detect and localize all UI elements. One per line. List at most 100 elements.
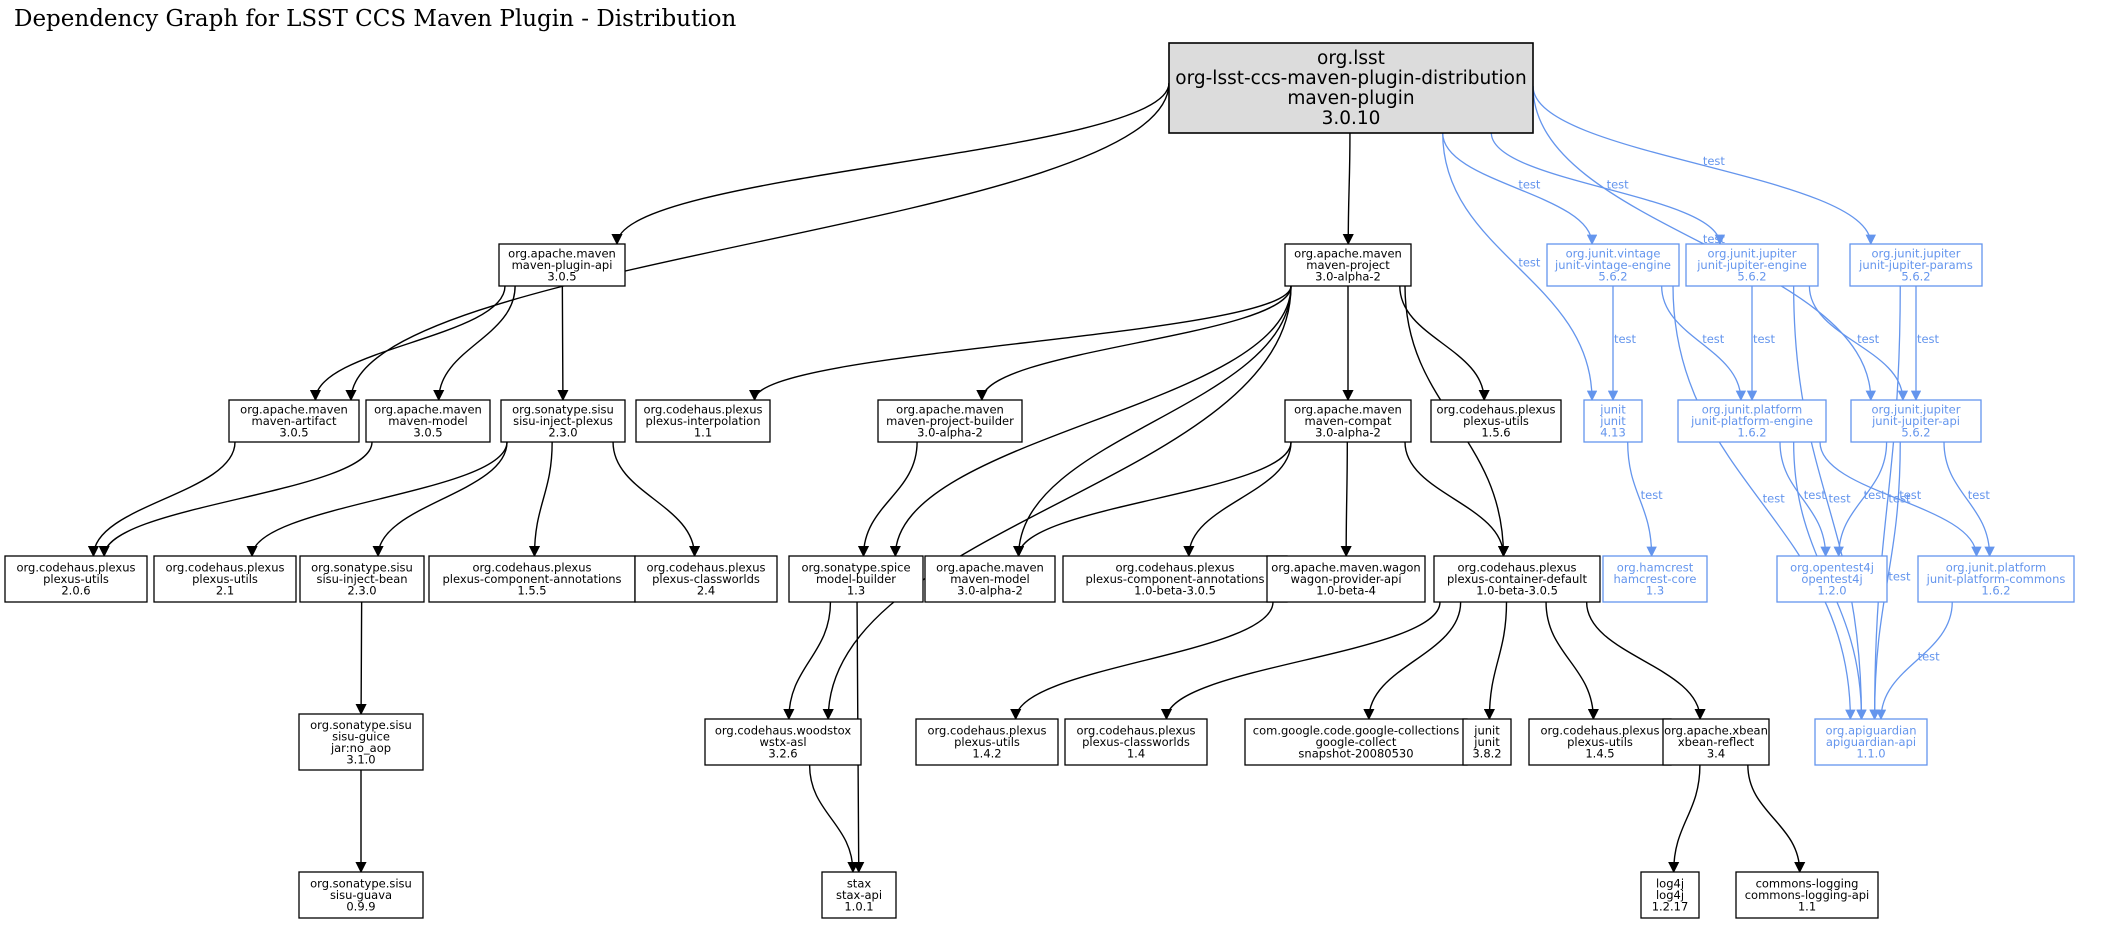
node-label-line: maven-project bbox=[1306, 258, 1390, 272]
node-label-line: org.opentest4j bbox=[1790, 561, 1874, 575]
edge-sisu-inject-plexus-to-plexus-utils-21 bbox=[246, 441, 508, 558]
node-label-line: log4j bbox=[1656, 888, 1684, 902]
node-box bbox=[1433, 555, 1601, 603]
node-label-line: wagon-provider-api bbox=[1290, 572, 1401, 586]
edge-wagon-provider-api-to-plexus-utils-142 bbox=[1010, 601, 1274, 721]
node-label-line: 1.5.5 bbox=[517, 584, 546, 598]
edge-wstx-asl-to-stax-api bbox=[808, 764, 859, 874]
node-label-line: maven-plugin bbox=[1287, 88, 1414, 109]
edge-plexus-container-default-to-google-collect bbox=[1363, 601, 1462, 721]
edge-plexus-container-default-to-xbean-reflect bbox=[1585, 601, 1706, 721]
node-label-line: org.codehaus.plexus bbox=[1116, 561, 1235, 575]
node-label-line: org.codehaus.plexus bbox=[647, 561, 766, 575]
node-label-line: junit-platform-commons bbox=[1926, 572, 2066, 586]
node-label-line: 1.4.2 bbox=[972, 747, 1001, 761]
node-label-line: plexus-classworlds bbox=[1082, 735, 1190, 749]
node-label-line: plexus-component-annotations bbox=[1085, 572, 1264, 586]
node-label-line: 3.4 bbox=[1707, 747, 1725, 761]
node-label-line: junit-platform-engine bbox=[1690, 414, 1813, 428]
node-label-line: org.apache.maven.wagon bbox=[1271, 561, 1420, 575]
edge-sisu-inject-plexus-to-sisu-inject-bean bbox=[372, 441, 508, 558]
node-label-line: 1.2.17 bbox=[1652, 900, 1689, 914]
edge-maven-project-to-wstx-asl bbox=[822, 285, 1292, 721]
node-label-line: hamcrest-core bbox=[1614, 572, 1697, 586]
dependency-node-root: org.lsstorg-lsst-ccs-maven-plugin-distri… bbox=[1168, 42, 1534, 134]
edge-root-to-junit-vintage-engine bbox=[1442, 132, 1598, 246]
node-label-line: 3.8.2 bbox=[1472, 747, 1501, 761]
edge-label: test bbox=[1804, 488, 1827, 502]
node-label-line: org.junit.platform bbox=[1946, 561, 2047, 575]
node-box bbox=[1284, 243, 1412, 287]
node-label-line: 1.4.5 bbox=[1585, 747, 1614, 761]
node-box bbox=[1583, 399, 1643, 443]
dependency-node-plexus-interpolation: org.codehaus.plexusplexus-interpolation1… bbox=[635, 399, 771, 443]
edge-junit-jupiter-api-to-junit-platform-commons bbox=[1943, 441, 1995, 558]
edge-maven-compat-to-plexus-component-annotations-beta bbox=[1183, 441, 1292, 558]
node-box bbox=[1266, 555, 1426, 603]
node-label-line: plexus-utils bbox=[192, 572, 258, 586]
node-label-line: org.apache.maven bbox=[508, 247, 616, 261]
edge-maven-compat-to-plexus-container-default bbox=[1404, 441, 1510, 558]
node-label-line: sisu-inject-plexus bbox=[513, 414, 613, 428]
node-label-line: sisu-guava bbox=[330, 888, 392, 902]
node-label-line: org.codehaus.plexus bbox=[1458, 561, 1577, 575]
edge-label: test bbox=[1614, 332, 1637, 346]
node-label-line: org.sonatype.sisu bbox=[310, 877, 412, 891]
node-box bbox=[428, 555, 636, 603]
dependency-node-maven-project-builder: org.apache.mavenmaven-project-builder3.0… bbox=[877, 399, 1023, 443]
node-label-line: plexus-utils bbox=[1567, 735, 1633, 749]
edge-label: test bbox=[1607, 178, 1630, 192]
node-label-line: 1.0-beta-3.0.5 bbox=[1134, 584, 1216, 598]
node-label-line: plexus-utils bbox=[43, 572, 109, 586]
edge-junit-platform-engine-to-opentest4j bbox=[1779, 441, 1831, 558]
edge-maven-project-to-plexus-utils-156 bbox=[1399, 285, 1490, 402]
node-label-line: 1.1 bbox=[694, 426, 712, 440]
node-label-line: stax-api bbox=[836, 888, 882, 902]
node-label-line: org.sonatype.sisu bbox=[512, 403, 614, 417]
edge-label: test bbox=[1899, 488, 1922, 502]
edge-label: test bbox=[1641, 488, 1664, 502]
node-label-line: wstx-asl bbox=[759, 735, 806, 749]
node-label-line: org.junit.jupiter bbox=[1708, 247, 1797, 261]
node-label-line: plexus-interpolation bbox=[645, 414, 760, 428]
node-label-line: plexus-container-default bbox=[1447, 572, 1587, 586]
node-box bbox=[1168, 42, 1534, 134]
node-label-line: jar:no_aop bbox=[330, 741, 391, 755]
edge-label: test bbox=[1703, 154, 1726, 168]
dependency-node-plexus-component-annotations-155: org.codehaus.plexusplexus-component-anno… bbox=[428, 555, 636, 603]
edge-junit-jupiter-api-to-opentest4j bbox=[1833, 441, 1888, 558]
edge-maven-compat-to-maven-model-alpha bbox=[1013, 441, 1292, 558]
edge-label: test bbox=[1917, 332, 1940, 346]
node-box bbox=[298, 871, 424, 919]
node-label-line: 1.0.1 bbox=[844, 900, 873, 914]
edge-maven-artifact-to-plexus-utils-206 bbox=[87, 441, 236, 558]
node-label-line: org.apache.maven bbox=[1294, 247, 1402, 261]
edge-root-to-junit-jupiter-params bbox=[1532, 85, 1876, 246]
edge-junit-vintage-engine-to-apiguardian-api bbox=[1672, 285, 1856, 721]
node-label-line: plexus-component-annotations bbox=[442, 572, 621, 586]
edge-maven-plugin-api-to-sisu-inject-plexus bbox=[557, 285, 569, 402]
edge-plexus-container-default-to-junit-382 bbox=[1483, 601, 1508, 721]
node-label-line: snapshot-20080530 bbox=[1298, 747, 1413, 761]
node-label-line: org.codehaus.plexus bbox=[1541, 724, 1660, 738]
edge-label: test bbox=[1702, 332, 1725, 346]
node-label-line: junit bbox=[1599, 403, 1626, 417]
node-label-line: sisu-guice bbox=[332, 729, 390, 743]
node-label-line: junit-jupiter-engine bbox=[1696, 258, 1807, 272]
node-label-line: maven-plugin-api bbox=[512, 258, 613, 272]
node-label-line: model-builder bbox=[816, 572, 896, 586]
node-label-line: 1.1.0 bbox=[1856, 747, 1885, 761]
node-label-line: 1.3 bbox=[847, 584, 865, 598]
